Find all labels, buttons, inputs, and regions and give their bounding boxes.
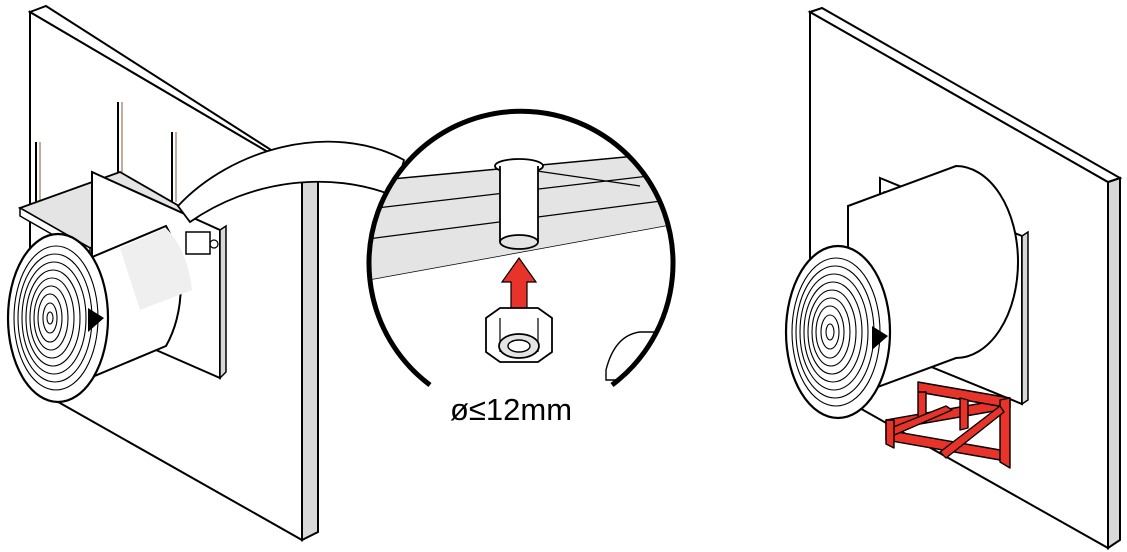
left-wall-edge [301,170,319,542]
callout-connector [176,140,406,224]
wall-bracket-icon [885,381,1011,469]
dimension-label: ø≤12mm [450,392,572,427]
left-wall-assembly [6,4,319,542]
fan-grille-icon-right [791,257,881,407]
nut-icon [485,307,553,363]
right-wall-assembly [784,6,1123,550]
detail-callout: ø≤12mm [366,108,676,427]
threaded-stud-icon [500,166,538,242]
